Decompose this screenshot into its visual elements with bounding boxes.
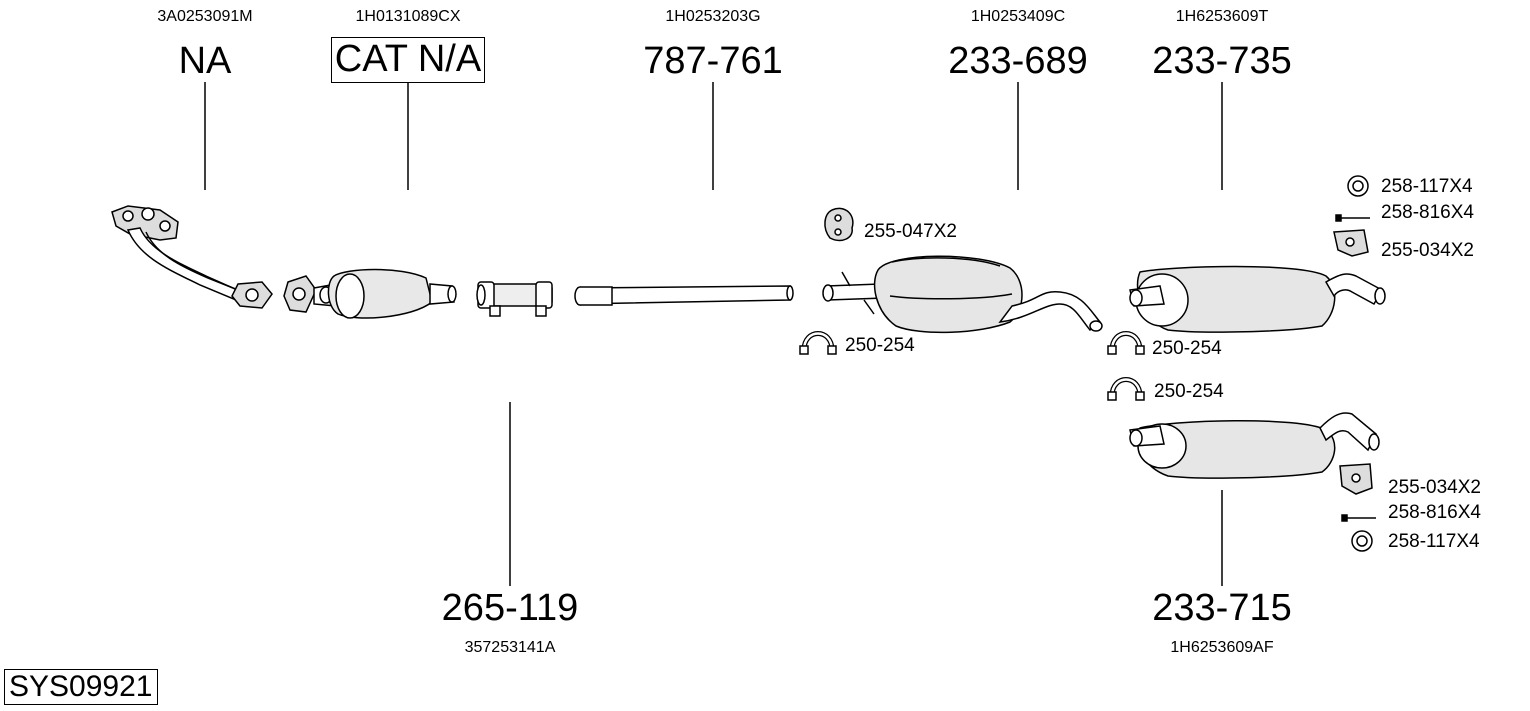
fitting-bolt-rear-a: 258-816X4 [1381, 202, 1474, 223]
fitting-clamp-rear-a: 250-254 [1152, 338, 1222, 359]
clamp-joint-drawing [476, 281, 553, 317]
part-number-front-pipe: 787-761 [643, 40, 783, 82]
oem-number-clamp-joint: 357253141A [464, 639, 556, 656]
part-number-catalyst: CAT N/A [330, 37, 486, 83]
fitting-clamp-rear-b: 250-254 [1154, 381, 1224, 402]
part-number-catalyst-wrap: CAT N/A [320, 37, 496, 83]
bracket-icon [1339, 463, 1373, 495]
fitting-ring-rear-a: 258-117X4 [1381, 176, 1473, 197]
oem-number-catalyst: 1H0131089CX [355, 8, 461, 25]
oem-number-manifold: 3A0253091M [157, 8, 253, 25]
u-clamp-icon [1107, 331, 1145, 355]
fitting-ring-rear-b: 258-117X4 [1388, 531, 1480, 552]
oem-number-center-silencer: 1H0253409C [970, 8, 1066, 25]
catalyst-drawing [283, 268, 457, 319]
part-number-rear-silencer-b: 233-715 [1152, 587, 1292, 629]
u-clamp-icon [799, 331, 837, 355]
fitting-rubber-mount-center: 255-047X2 [864, 221, 957, 242]
fitting-bracket-rear-b: 255-034X2 [1388, 477, 1481, 498]
center-silencer-drawing [822, 255, 1103, 334]
part-number-center-silencer: 233-689 [948, 40, 1088, 82]
oem-number-rear-silencer-a: 1H6253609T [1175, 8, 1269, 25]
bolt-icon [1341, 514, 1376, 522]
oem-number-front-pipe: 1H0253203G [665, 8, 761, 25]
fitting-bolt-rear-b: 258-816X4 [1388, 502, 1481, 523]
ring-icon [1347, 175, 1369, 197]
u-clamp-icon [1107, 377, 1145, 401]
bracket-icon [1333, 229, 1369, 257]
part-number-rear-silencer-a: 233-735 [1152, 40, 1292, 82]
rubber-mount-icon [824, 207, 854, 242]
rear-silencer-a-drawing [1129, 265, 1386, 333]
system-code: SYS09921 [4, 669, 159, 705]
front-pipe-drawing [574, 285, 794, 306]
fitting-clamp-center: 250-254 [845, 335, 915, 356]
bolt-icon [1335, 214, 1370, 222]
fitting-bracket-rear-a: 255-034X2 [1381, 240, 1474, 261]
rear-silencer-b-drawing [1129, 412, 1380, 479]
part-number-manifold: NA [178, 40, 232, 82]
manifold-drawing [111, 205, 273, 309]
part-number-clamp-joint: 265-119 [441, 587, 579, 629]
oem-number-rear-silencer-b: 1H6253609AF [1170, 639, 1274, 656]
ring-icon [1351, 530, 1373, 552]
